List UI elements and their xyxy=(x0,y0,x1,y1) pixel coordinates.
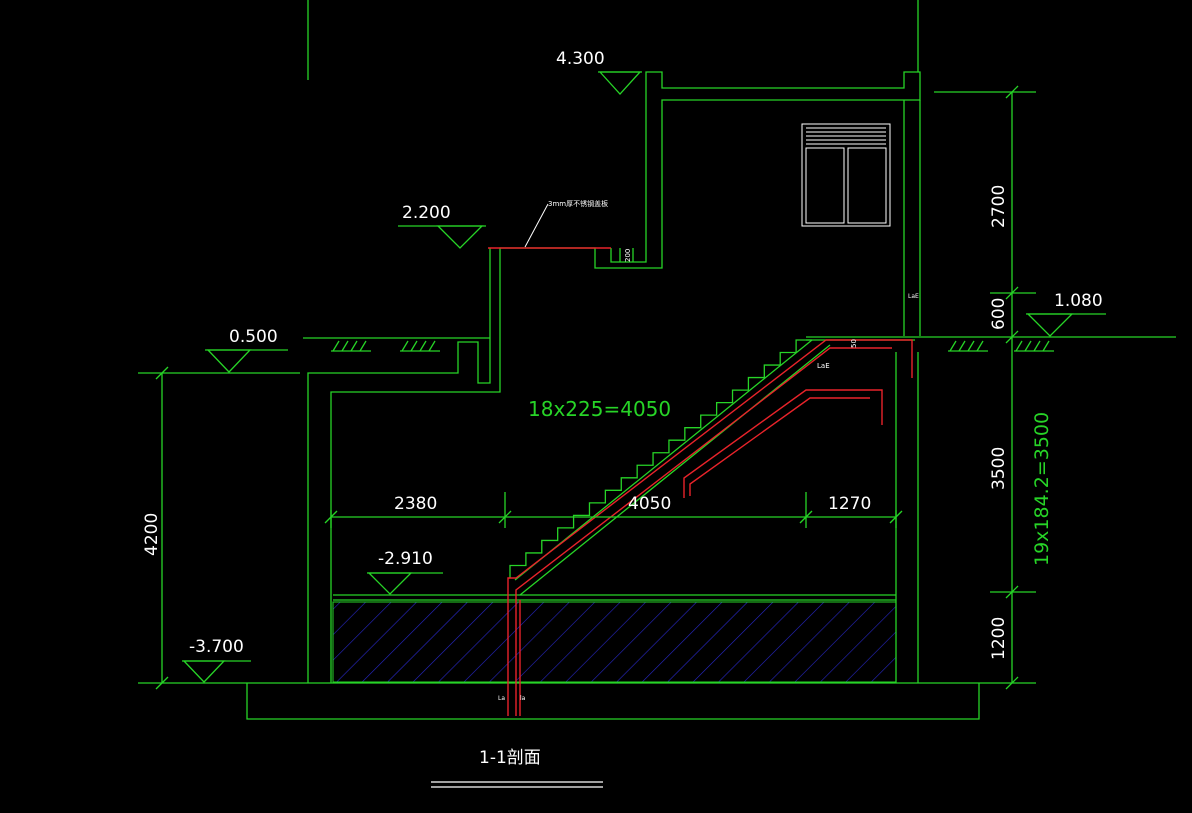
elevation-bottom: -3.700 xyxy=(189,637,244,657)
section-title: 1-1剖面 xyxy=(479,748,541,768)
stair-steps xyxy=(509,339,812,578)
ground-symbol xyxy=(400,340,440,352)
elevation-ground-left: 0.500 xyxy=(229,327,278,347)
riser-formula: 19x184.2=3500 xyxy=(1031,412,1053,566)
lae-mid: LaE xyxy=(817,362,830,370)
dim-right-top: 2700 xyxy=(989,185,1009,228)
ground-symbol xyxy=(1014,340,1054,352)
ground-symbol xyxy=(948,340,988,352)
plan-dimension xyxy=(324,492,903,528)
level-marker-mezzanine: 2.200 xyxy=(398,203,486,249)
ground-symbols xyxy=(331,340,1054,352)
dim-left-height: 4200 xyxy=(142,513,162,556)
level-marker-top: 4.300 xyxy=(556,49,642,95)
mezzanine-note: 3mm厚不锈钢盖板 xyxy=(548,199,608,208)
la-left: La xyxy=(498,695,505,702)
lae-top: LaE xyxy=(908,293,919,300)
dim-200: 200 xyxy=(624,249,632,262)
window xyxy=(801,123,891,227)
stair-soffit xyxy=(519,344,831,596)
dim-plan-mid: 4050 xyxy=(628,494,671,514)
stair-profile xyxy=(509,339,812,578)
dim-right-1200: 1200 xyxy=(989,617,1009,660)
la-right: la xyxy=(520,695,526,702)
elevation-mezzanine: 2.200 xyxy=(402,203,451,223)
elevation-top: 4.300 xyxy=(556,49,605,69)
level-marker-ground-left: 0.500 xyxy=(205,327,288,373)
level-marker-bottom: -3.700 xyxy=(182,637,251,683)
dim-right-3500: 3500 xyxy=(989,447,1009,490)
stair-rebar xyxy=(507,339,913,716)
ground-symbol xyxy=(331,340,371,352)
stair-formula: 18x225=4050 xyxy=(528,397,671,421)
mezzanine xyxy=(505,0,921,269)
elevation-landing: -2.910 xyxy=(378,549,433,569)
cover-leader xyxy=(524,203,549,248)
elevation-ground-right: 1.080 xyxy=(1054,291,1103,311)
level-marker-ground-right: 1.080 xyxy=(1026,291,1106,337)
level-marker-landing: -2.910 xyxy=(367,549,443,595)
dim-50: 50 xyxy=(850,339,858,348)
hatched-slab xyxy=(332,601,897,683)
dim-plan-left: 2380 xyxy=(394,494,437,514)
dim-right-600: 600 xyxy=(989,298,1009,330)
right-dimension xyxy=(934,85,1036,690)
dim-plan-right: 1270 xyxy=(828,494,871,514)
left-dimension xyxy=(138,366,300,690)
foundation-outline xyxy=(138,682,1036,720)
